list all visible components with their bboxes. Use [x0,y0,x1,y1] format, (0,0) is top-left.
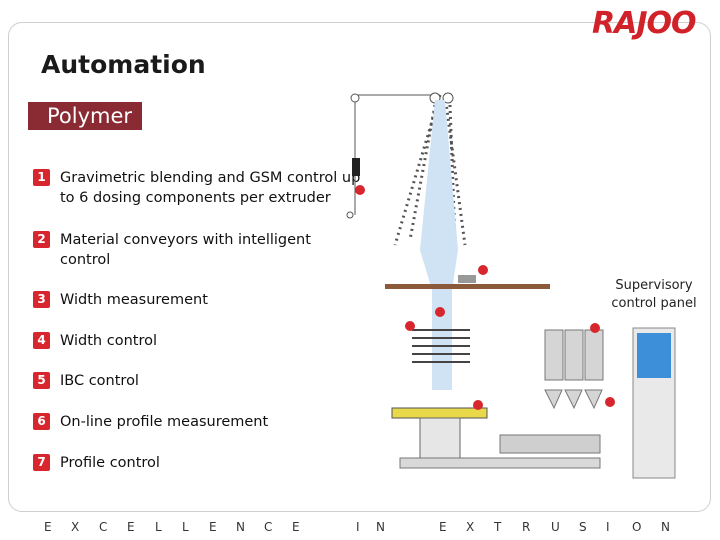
feature-text: On-line profile measurement [60,414,269,430]
feature-text: Width control [60,333,157,349]
feature-3: 3 Width measurement [33,290,208,310]
platform [385,284,550,289]
feature-5: 5 IBC control [33,371,139,391]
ibc-cage [412,329,470,363]
footer-letter: T [494,520,502,534]
feature-number: 4 [33,332,50,349]
footer-letter: E [209,520,217,534]
footer-letter: E [127,520,135,534]
section-label: Polymer [28,102,143,130]
footer-letter: I [356,520,360,534]
footer-letter: C [99,520,108,534]
extruder-barrel [499,434,601,454]
footer-letter: X [466,520,475,534]
footer-letter: E [439,520,447,534]
feature-6: 6 On-line profile measurement [33,412,268,432]
footer-letter: I [606,520,610,534]
footer-excellence-in-extrusion: E X C E L L E N C E I N E X T R U S I O … [0,520,720,536]
footer-letter: N [236,520,245,534]
diagram-callouts [355,185,615,410]
feature-1: 1 Gravimetric blending and GSM control u… [33,168,360,208]
blown-film-line-diagram [346,92,676,479]
feature-7: 7 Profile control [33,453,160,473]
feature-text-line2: control [60,252,111,268]
feature-number: 5 [33,372,50,389]
feature-text-line2: to 6 dosing components per extruder [60,190,331,206]
page-title: Automation [41,50,206,79]
feature-text: Profile control [60,455,160,471]
feature-text: IBC control [60,373,139,389]
feature-number: 1 [33,169,50,186]
footer-letter: L [155,520,162,534]
die-head [391,407,488,419]
footer-letter: U [551,520,560,534]
supervisory-label-line2: control panel [611,296,697,311]
collapsing-tower [346,92,467,246]
footer-letter: R [522,520,531,534]
sensor-box [458,275,476,283]
winder-roller [352,158,360,176]
machine-base [399,457,601,469]
film-bubble [420,100,458,390]
feature-4: 4 Width control [33,331,157,351]
dosing-hoppers [544,329,604,410]
feature-text: Material conveyors with intelligent [60,232,311,248]
footer-letter: S [579,520,587,534]
feature-2: 2 Material conveyors with intelligent co… [33,230,311,270]
feature-number: 7 [33,454,50,471]
footer-letter: X [71,520,80,534]
footer-letter: E [292,520,300,534]
feature-number: 3 [33,291,50,308]
supervisory-label-line1: Supervisory [615,278,693,293]
control-screen [637,333,671,378]
feature-number: 2 [33,231,50,248]
footer-letter: N [376,520,385,534]
footer-letter: L [182,520,189,534]
feature-text: Gravimetric blending and GSM control up [60,170,361,186]
die-body [419,417,461,459]
slide-frame [8,22,711,512]
footer-letter: N [661,520,670,534]
rajoo-logo: RAJOO [592,6,696,41]
supervisory-control-panel-label: Supervisory control panel [604,277,704,313]
footer-letter: O [632,520,642,534]
footer-letter: C [264,520,273,534]
footer-letter: E [44,520,52,534]
feature-text: Width measurement [60,292,208,308]
feature-number: 6 [33,413,50,430]
